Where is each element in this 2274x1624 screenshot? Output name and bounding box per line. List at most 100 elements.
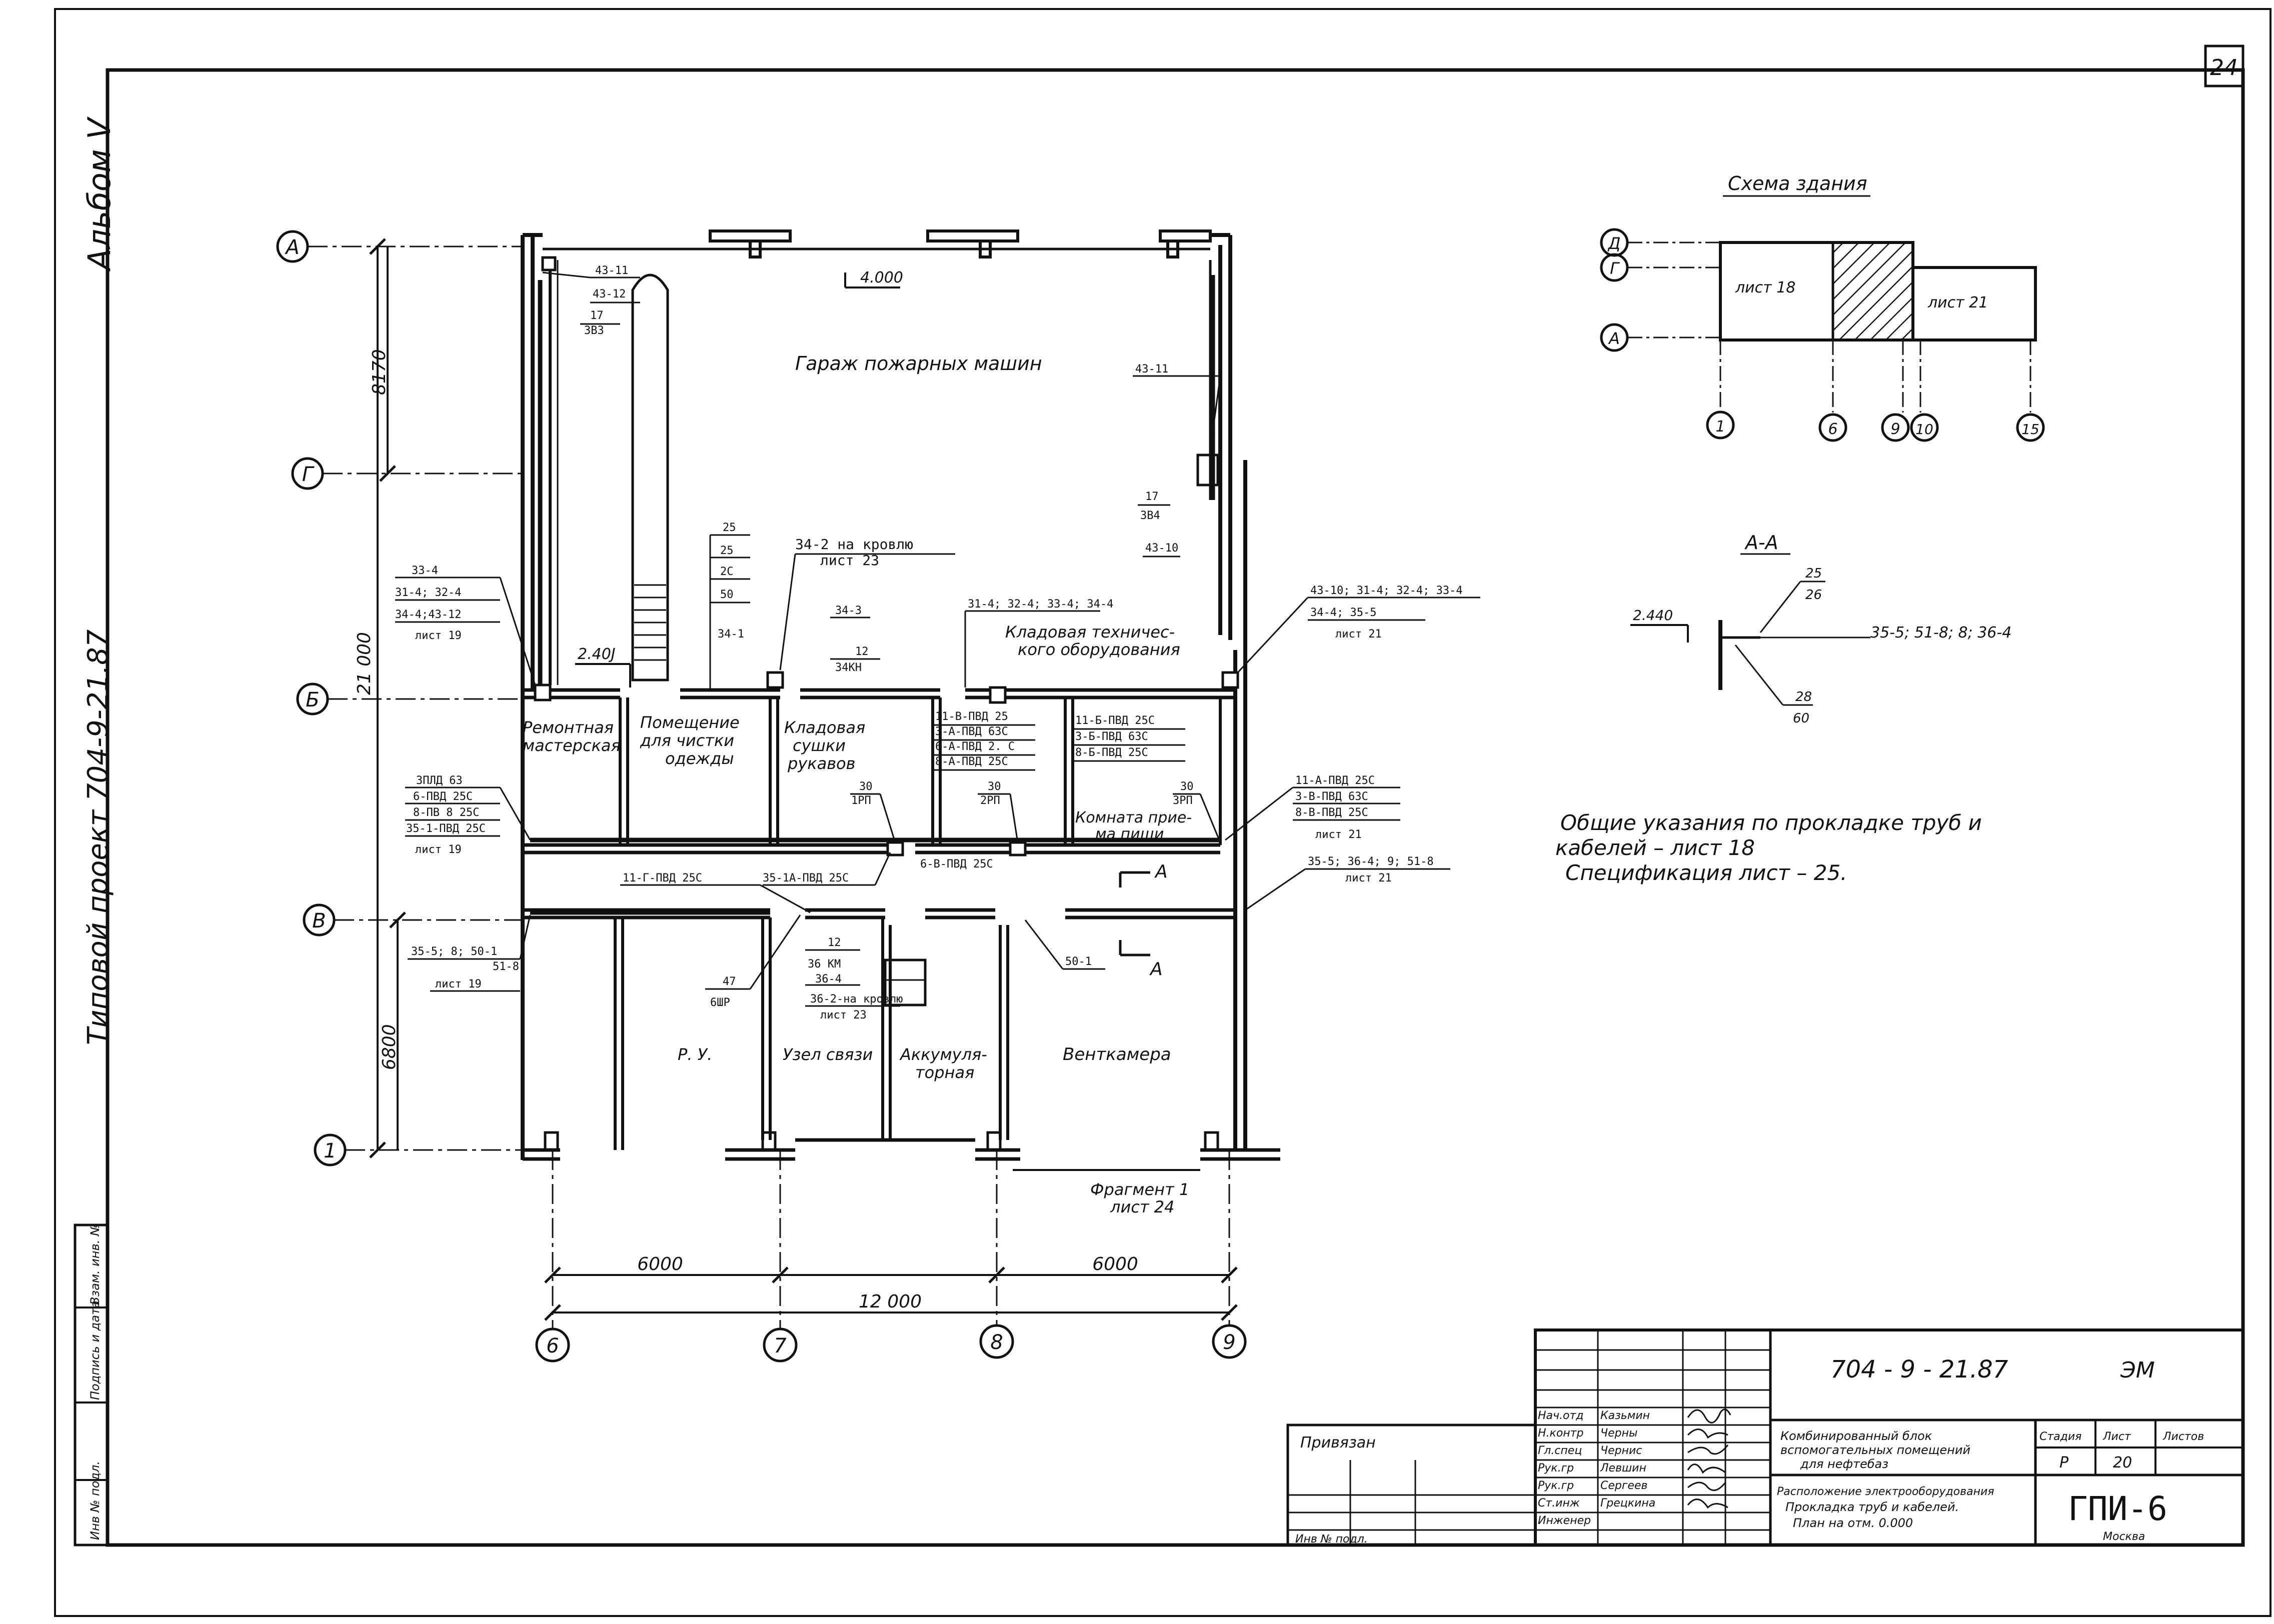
page-number: 24 xyxy=(2210,55,2238,80)
callout-34-4-35-5: 34-4; 35-5 xyxy=(1310,606,1376,619)
room-accum-2: торная xyxy=(915,1063,974,1082)
corridor-cable-11g: 11-Г-ПВД 25С xyxy=(623,872,702,884)
title-bound: Привязан xyxy=(1300,1434,1376,1452)
riser1-a: 11-В-ПВД 25 xyxy=(935,710,1008,723)
callout-sheet-23b: лист 23 xyxy=(820,1009,867,1022)
role-2: Гл.спец xyxy=(1538,1444,1582,1457)
callout-31-4: 31-4; 32-4 xyxy=(395,586,461,599)
role-6: Инженер xyxy=(1538,1514,1591,1527)
section-title: А-А xyxy=(1744,532,1778,554)
corridor-cable-6b: 6-В-ПВД 25С xyxy=(920,858,993,870)
axis-v-label: В xyxy=(312,910,326,932)
project-side-label: Типовой проект 704-9-21.87 xyxy=(82,629,115,1045)
callout-50-1: 50-1 xyxy=(1065,956,1092,968)
section-60: 60 xyxy=(1793,711,1809,726)
room-drying-3: рукавов xyxy=(787,754,855,773)
scheme-col-6: 6 xyxy=(1828,420,1837,438)
callout-43-10-list: 43-10; 31-4; 32-4; 33-4 xyxy=(1310,584,1463,597)
dim-6800: 6800 xyxy=(379,1024,400,1070)
callout-43-11a: 43-11 xyxy=(595,264,628,277)
callout-12b: 12 xyxy=(828,936,841,949)
room-storage-2: кого оборудования xyxy=(1018,640,1180,659)
callout-25b: 25 xyxy=(720,544,734,557)
title-sheets-header: Листов xyxy=(2162,1430,2204,1443)
callout-31-4-list: 31-4; 32-4; 33-4; 34-4 xyxy=(968,598,1113,610)
section-a-a: А-А 2.440 25 26 35-5; 51-8; 8; 36-4 28 6… xyxy=(1630,532,2011,726)
scheme-sheet21: лист 21 xyxy=(1927,294,1988,312)
room-meal-2: ма пищи xyxy=(1095,826,1164,843)
room-drying-1: Кладовая xyxy=(784,718,865,737)
page-number-box xyxy=(2204,44,2244,88)
riser1-c: 6-А-ПВД 2. С xyxy=(935,740,1015,753)
dim-21000: 21 000 xyxy=(354,632,375,695)
room-cleaning-1: Помещение xyxy=(640,713,740,732)
title-sheet: 20 xyxy=(2113,1454,2132,1472)
scheme-axis-a: А xyxy=(1608,329,1620,348)
axis-g-label: Г xyxy=(302,463,315,486)
axis-a-label: А xyxy=(284,236,299,259)
floor-plan: А Г Б В 1 8170 21 000 6800 6 7 8 9 xyxy=(276,230,1480,1362)
callout-30b: 30 xyxy=(988,780,1001,793)
callout-34-3: 34-3 xyxy=(835,604,862,617)
title-desc3: для нефтебаз xyxy=(1800,1457,1888,1471)
callout-36-4: 36-4 xyxy=(815,973,842,986)
callout-43-12: 43-12 xyxy=(593,288,626,300)
axis-n-label: 1 xyxy=(324,1140,336,1162)
callout-3rp: 3РП xyxy=(1173,794,1193,807)
dim-6000-left: 6000 xyxy=(637,1254,683,1274)
left-cable-3: 8-ПВ 8 25С xyxy=(413,806,479,819)
callout-6shr: 6ШР xyxy=(710,996,730,1009)
room-garage: Гараж пожарных машин xyxy=(795,352,1042,374)
outer-frame xyxy=(54,8,2271,1617)
stamp-replace-inv: Взам. инв. № xyxy=(88,1224,102,1305)
room-cleaning-2: для чистки xyxy=(640,731,734,750)
callout-50: 50 xyxy=(720,588,734,601)
callout-36-2-roof: 36-2-на кровлю xyxy=(810,993,903,1006)
title-desc2: вспомогательных помещений xyxy=(1780,1443,1970,1457)
note-line3: Спецификация лист – 25. xyxy=(1565,860,1847,885)
callout-51-8: 51-8 xyxy=(493,960,519,973)
section-mark-a-top: А xyxy=(1154,862,1168,882)
section-mark-a-bottom: А xyxy=(1149,959,1163,980)
riser2-c: 8-Б-ПВД 25С xyxy=(1075,746,1148,759)
callout-33-4: 33-4 xyxy=(412,564,438,577)
name-5: Грецкина xyxy=(1600,1497,1655,1510)
riser2-b: 3-Б-ПВД 63С xyxy=(1075,730,1148,743)
left-stamp: Взам. инв. № Подпись и дата Инв № подл. xyxy=(74,1224,109,1546)
scheme-col-1: 1 xyxy=(1715,418,1725,436)
name-2: Чернис xyxy=(1600,1444,1642,1457)
dim-8170: 8170 xyxy=(369,349,390,395)
callout-43-11b: 43-11 xyxy=(1135,363,1168,376)
callout-47: 47 xyxy=(723,976,736,988)
callout-34kn: 34КН xyxy=(835,662,862,674)
callout-12a: 12 xyxy=(855,646,869,658)
fragment-sheet-label: лист 24 xyxy=(1110,1198,1174,1216)
building-scheme: Схема здания лист 18 лист 21 Д Г А 1 xyxy=(1600,172,2045,442)
riser2-a: 11-Б-ПВД 25С xyxy=(1075,714,1155,727)
dim-12000: 12 000 xyxy=(859,1292,922,1312)
callout-34-4: 34-4;43-12 xyxy=(395,608,461,621)
title-city: Москва xyxy=(2103,1530,2145,1543)
left-cable-4: 35-1-ПВД 25С xyxy=(406,822,486,835)
role-5: Ст.инж xyxy=(1538,1497,1580,1510)
inner-frame xyxy=(106,68,2245,1547)
right-cable-2: 3-В-ПВД 63С xyxy=(1295,790,1368,803)
title-sheet-header: Лист xyxy=(2102,1430,2131,1443)
section-28: 28 xyxy=(1795,690,1812,704)
callout-43-10: 43-10 xyxy=(1145,542,1178,554)
room-drying-2: сушки xyxy=(793,736,846,755)
left-cable-1: 3ПЛД 63 xyxy=(416,774,463,787)
callout-sheet-21b: лист 21 xyxy=(1315,828,1362,841)
axis-b-label: Б xyxy=(306,688,319,712)
dim-6000-right: 6000 xyxy=(1092,1254,1138,1274)
corridor-cable-35-1a: 35-1А-ПВД 25С xyxy=(763,872,849,884)
album-label: Альбом V xyxy=(81,116,118,272)
section-run: 35-5; 51-8; 8; 36-4 xyxy=(1870,624,2011,642)
stamp-sign-date: Подпись и дата xyxy=(88,1300,102,1400)
title-sheet-desc3: План на отм. 0.000 xyxy=(1793,1516,1913,1530)
room-vent: Венткамера xyxy=(1063,1044,1171,1064)
role-3: Рук.гр xyxy=(1538,1462,1574,1474)
room-ru: Р. У. xyxy=(678,1045,712,1064)
callout-3b3: ЗВЗ xyxy=(584,324,604,337)
